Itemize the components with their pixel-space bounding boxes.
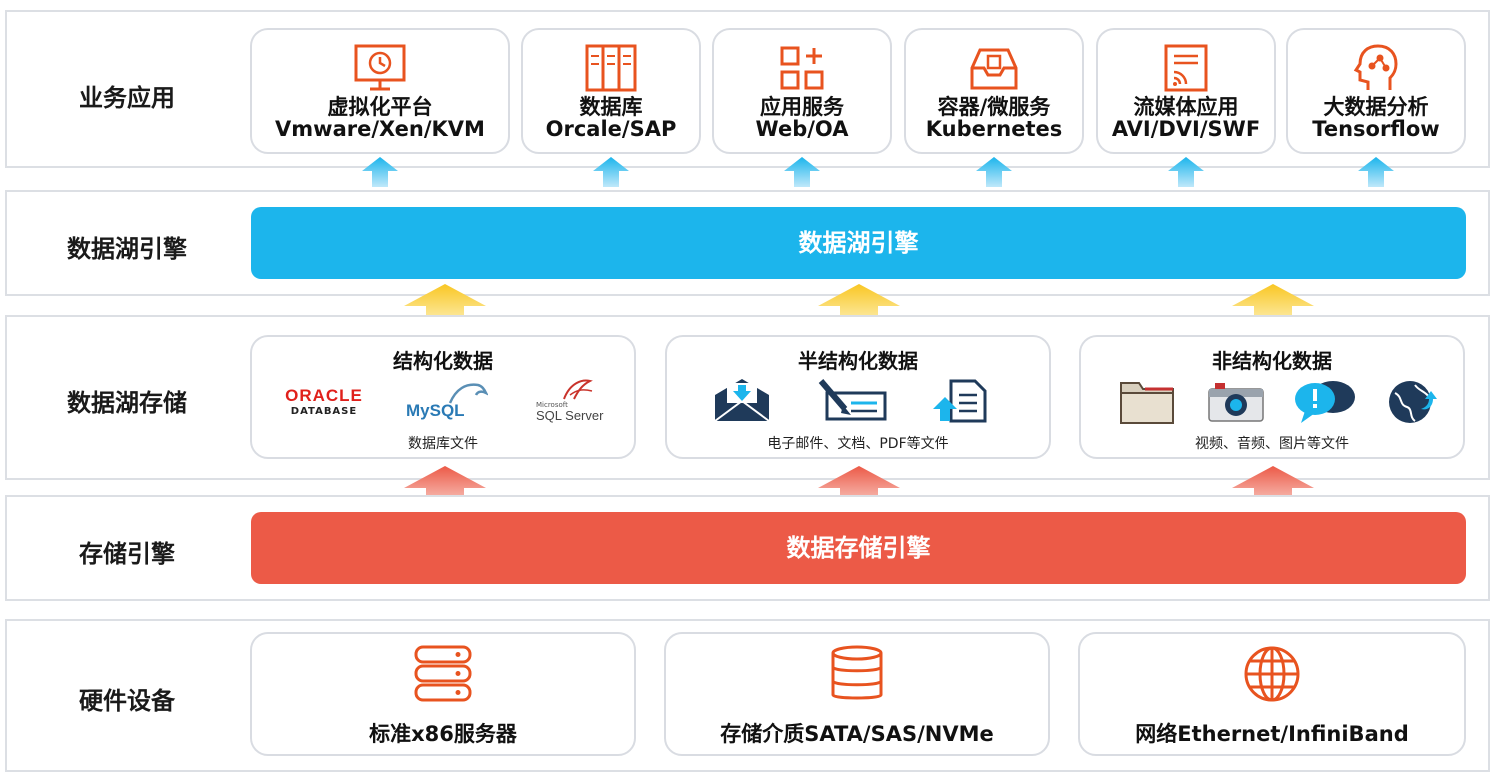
structured-data-card[interactable]: 结构化数据 ORACLE DATABASE MySQL Microsoft SQ… (250, 335, 636, 459)
structured-data-title: 结构化数据 (393, 349, 493, 373)
mysql-logo: MySQL (402, 379, 492, 420)
hardware-label: 标准x86服务器 (369, 722, 517, 746)
oracle-logo: ORACLE DATABASE (274, 387, 374, 419)
app-subtitle: Orcale/SAP (545, 117, 677, 141)
app-card-virtualization[interactable]: 虚拟化平台 Vmware/Xen/KVM (250, 28, 510, 154)
app-grid-icon (780, 46, 824, 90)
unstructured-data-title: 非结构化数据 (1212, 349, 1332, 373)
up-arrow-yellow-1 (404, 284, 486, 326)
hardware-card-storage-media[interactable]: 存储介质SATA/SAS/NVMe (664, 632, 1050, 756)
chat-bubbles-icon (1295, 381, 1355, 423)
monitor-clock-icon (354, 44, 406, 91)
app-card-app-service[interactable]: 应用服务 Web/OA (712, 28, 892, 154)
data-lake-engine-bar: 数据湖引擎 (251, 207, 1466, 279)
up-arrow-blue-4 (976, 157, 1012, 187)
app-title: 应用服务 (760, 95, 844, 119)
globe-arrow-icon (1389, 381, 1437, 423)
head-brain-icon (1353, 44, 1398, 90)
hardware-label: 存储介质SATA/SAS/NVMe (720, 722, 994, 746)
semi-structured-data-caption: 电子邮件、文档、PDF等文件 (767, 436, 949, 452)
app-subtitle: Tensorflow (1312, 117, 1440, 141)
camera-icon (1208, 383, 1264, 422)
up-arrow-blue-1 (362, 157, 398, 187)
layer-label-hardware: 硬件设备 (79, 687, 175, 715)
sqlserver-microsoft: Microsoft (536, 401, 568, 409)
document-upload-icon (933, 379, 987, 423)
structured-data-caption: 数据库文件 (408, 436, 478, 452)
layer-label-storage-engine: 存储引擎 (79, 540, 175, 568)
up-arrow-blue-3 (784, 157, 820, 187)
container-box-icon (970, 48, 1018, 90)
up-arrow-yellow-3 (1232, 284, 1314, 326)
sqlserver-wordmark: SQL Server (536, 408, 604, 423)
layer-label-storage: 数据湖存储 (67, 389, 187, 417)
up-arrow-blue-2 (593, 157, 629, 187)
data-storage-engine-bar: 数据存储引擎 (251, 512, 1466, 584)
app-subtitle: Kubernetes (925, 117, 1063, 141)
server-rack-icon (585, 44, 637, 92)
hardware-label: 网络Ethernet/InfiniBand (1135, 722, 1409, 746)
up-arrow-yellow-2 (818, 284, 900, 326)
semi-structured-data-title: 半结构化数据 (798, 349, 918, 373)
streaming-doc-icon (1164, 44, 1208, 92)
oracle-wordmark: ORACLE (285, 386, 363, 405)
unstructured-data-card[interactable]: 非结构化数据 视频、音频、图片等文件 (1079, 335, 1465, 459)
hardware-card-server[interactable]: 标准x86服务器 (250, 632, 636, 756)
layer-label-engine: 数据湖引擎 (67, 235, 187, 263)
email-download-icon (714, 379, 770, 422)
app-card-database[interactable]: 数据库 Orcale/SAP (521, 28, 701, 154)
pen-check-icon (818, 379, 887, 421)
unstructured-data-caption: 视频、音频、图片等文件 (1195, 436, 1349, 452)
hardware-card-network[interactable]: 网络Ethernet/InfiniBand (1078, 632, 1466, 756)
sqlserver-logo: Microsoft SQL Server (534, 377, 614, 423)
layer-label-business: 业务应用 (79, 84, 175, 112)
app-title: 大数据分析 (1323, 95, 1429, 119)
app-subtitle: Web/OA (755, 117, 849, 141)
dolphin-icon (448, 383, 488, 404)
up-arrow-red-2 (818, 466, 900, 508)
app-subtitle: AVI/DVI/SWF (1111, 117, 1261, 141)
app-subtitle: Vmware/Xen/KVM (275, 117, 485, 141)
oracle-subtext: DATABASE (290, 406, 358, 417)
up-arrow-red-3 (1232, 466, 1314, 508)
database-cylinder-icon (831, 645, 883, 700)
server-stack-icon (414, 645, 472, 702)
up-arrow-red-1 (404, 466, 486, 508)
semi-structured-data-card[interactable]: 半结构化数据 电子邮件、文档、PDF等文件 (665, 335, 1051, 459)
mysql-wordmark: MySQL (406, 401, 465, 420)
folder-icon (1120, 382, 1174, 424)
up-arrow-blue-6 (1358, 157, 1394, 187)
app-title: 容器/微服务 (937, 95, 1051, 119)
up-arrow-blue-5 (1168, 157, 1204, 187)
app-title: 流媒体应用 (1133, 95, 1239, 119)
app-title: 虚拟化平台 (327, 95, 433, 119)
app-card-streaming[interactable]: 流媒体应用 AVI/DVI/SWF (1096, 28, 1276, 154)
app-card-bigdata[interactable]: 大数据分析 Tensorflow (1286, 28, 1466, 154)
app-title: 数据库 (579, 95, 643, 119)
sqlserver-swirl-icon (563, 379, 593, 400)
app-card-container[interactable]: 容器/微服务 Kubernetes (904, 28, 1084, 154)
globe-network-icon (1244, 646, 1300, 702)
